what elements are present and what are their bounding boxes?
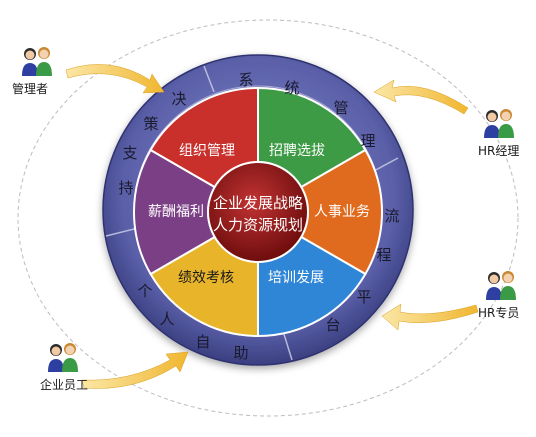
segment-label-personnel: 人事业务 [314,204,370,220]
ring-char-guan: 管 [333,99,348,117]
segment-label-compensation: 薪酬福利 [148,204,204,220]
role-label-hr-specialist: HR专员 [478,306,520,320]
segment-label-organization: 组织管理 [179,143,235,159]
ring-char-tai: 台 [325,316,340,334]
center-line2: 人力资源规划 [213,216,303,234]
ring-separators [105,65,399,361]
center-disc [207,161,309,263]
segment-label-recruit: 招聘选拔 [269,143,325,159]
arrow-manager [65,64,165,94]
arrow-hr-manager [373,79,469,115]
ring-char-ge: 个 [137,282,152,300]
arrow-group [65,64,479,389]
ring-char-xi: 系 [238,71,253,89]
segment-label-performance: 绩效考核 [178,270,234,286]
manager-icon [22,47,52,76]
ring-char-zhi: 支 [122,144,137,162]
ring-char-liu: 流 [384,207,399,225]
ring-char-ren: 人 [159,310,174,328]
arrow-employee [81,351,189,389]
arrow-hr-specialist [381,303,479,331]
ring-char-chi: 持 [118,179,133,197]
role-label-manager: 管理者 [12,82,49,96]
ring-char-li: 理 [360,132,375,150]
ring-char-cheng: 程 [376,246,391,264]
hr-manager-icon [484,109,514,138]
ring-char-jue: 决 [171,90,186,108]
segment-label-training: 培训发展 [268,270,324,286]
ring-char-ping: 平 [356,288,371,306]
ring-char-tong: 统 [284,79,299,97]
segment-group [133,86,383,338]
role-label-hr-manager: HR经理 [478,144,520,158]
ring-char-zi: 自 [195,333,210,351]
hr-specialist-icon [486,271,516,300]
ring-char-ce: 策 [143,115,158,133]
role-label-employee: 企业员工 [40,378,89,392]
center-line1: 企业发展战略 [213,194,303,212]
ring-char-zhu: 助 [233,344,248,362]
employee-icon [48,343,78,372]
orbit-ellipse [17,19,519,417]
